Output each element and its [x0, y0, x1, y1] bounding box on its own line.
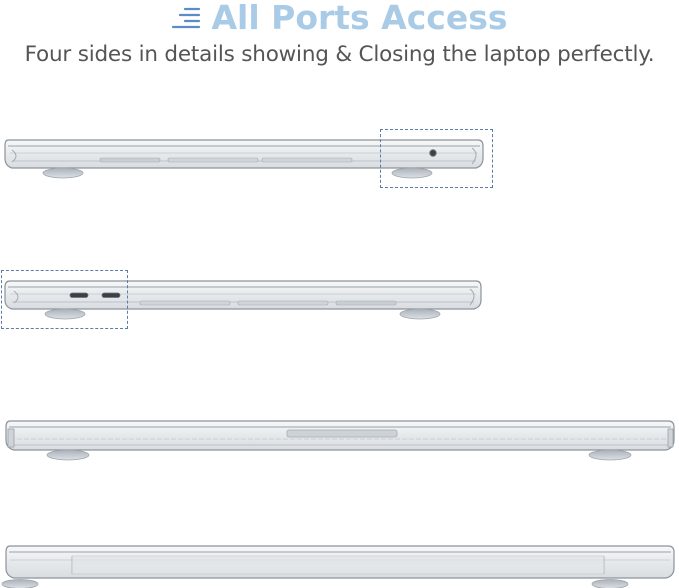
laptop-body: [5, 545, 675, 579]
rubber-foot-left: [44, 308, 86, 320]
rubber-foot-right: [399, 308, 441, 320]
laptop-view-back-edge: [1, 545, 675, 588]
port-highlight-box-usb-c: [1, 270, 128, 329]
title-row: All Ports Access: [0, 0, 679, 38]
rubber-foot-right: [591, 579, 629, 588]
page-title: All Ports Access: [211, 0, 508, 37]
rubber-foot-right: [588, 449, 632, 461]
header: All Ports Access Four sides in details s…: [0, 0, 679, 80]
laptop-body: [5, 420, 675, 451]
menu-lines-icon: [172, 7, 201, 29]
laptop-view-right-side: [4, 139, 484, 179]
rubber-foot-left: [46, 449, 90, 461]
rubber-foot-right: [391, 167, 433, 179]
page-subtitle: Four sides in details showing & Closing …: [24, 42, 655, 67]
rubber-foot-left: [1, 579, 39, 588]
usb-c-port-icon: [69, 292, 89, 298]
port-highlight-box-headphone: [380, 129, 493, 188]
rubber-foot-left: [42, 167, 84, 179]
laptop-view-left-side: [4, 280, 482, 320]
headphone-jack-icon: [429, 149, 437, 157]
usb-c-port-icon: [101, 292, 121, 298]
laptop-view-front-edge: [5, 420, 675, 461]
laptop-body: [4, 139, 484, 169]
